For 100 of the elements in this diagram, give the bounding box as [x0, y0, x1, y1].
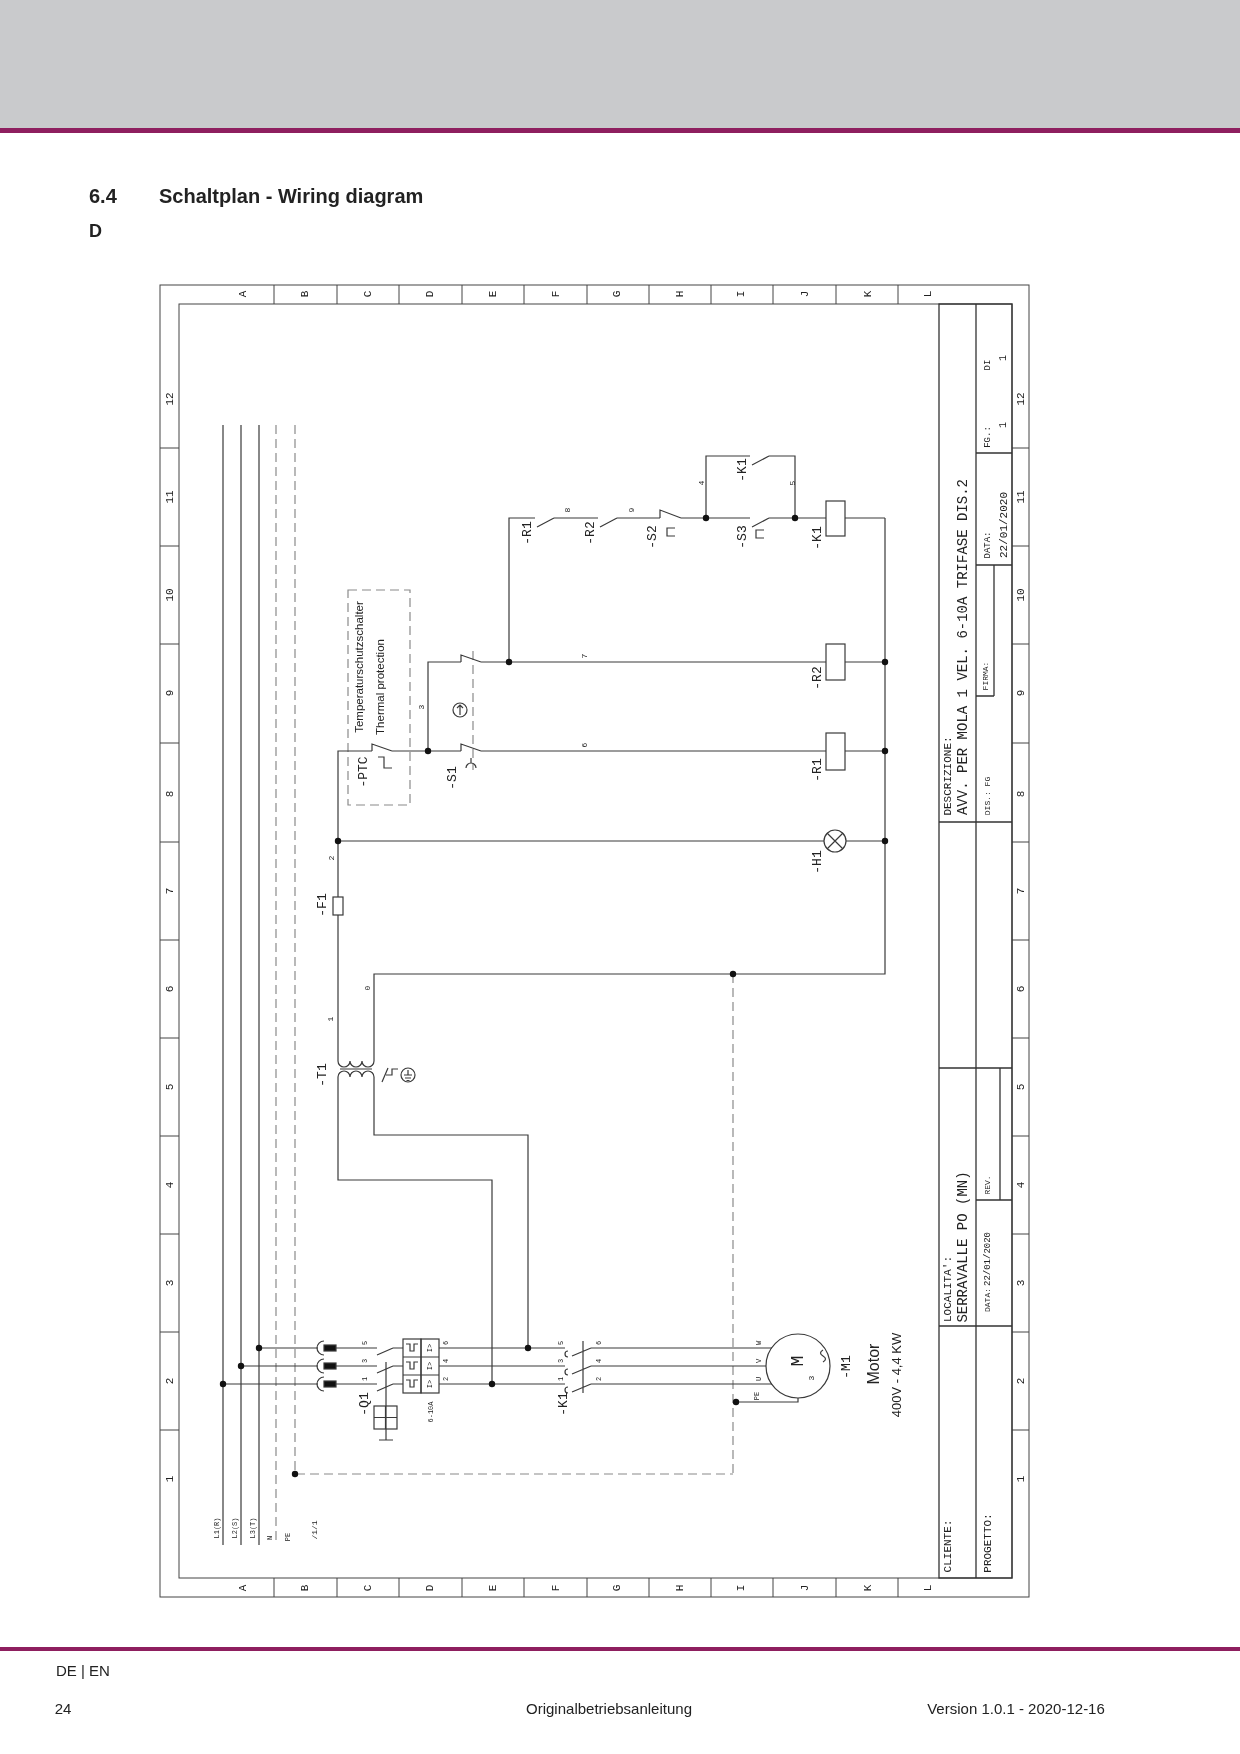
grid-reference: B — [299, 290, 311, 298]
component-label: -Q1 — [357, 1392, 371, 1416]
title-block-field: REV. — [984, 1174, 992, 1195]
grid-reference: 11 — [164, 490, 176, 504]
grid-reference: D — [424, 1584, 436, 1592]
grid-reference: A — [237, 290, 249, 298]
component-label: -S3 — [735, 525, 749, 549]
component-label: -R1 — [520, 521, 534, 545]
wire-number: 2 — [328, 855, 336, 861]
sheet-reference: /1/1 — [311, 1520, 319, 1540]
title-block-field: DATA: — [983, 531, 993, 558]
grid-reference: L — [922, 1584, 934, 1592]
grid-reference: 12 — [1015, 392, 1027, 406]
grid-reference: 8 — [164, 790, 176, 798]
grid-reference: E — [487, 1584, 499, 1592]
wire-number: 0 — [364, 985, 372, 991]
footer-text: DE | EN — [56, 1662, 110, 1678]
component-label: -K1 — [810, 526, 824, 550]
title-block-field: AVV. PER MOLA 1 VEL. 6-10A TRIFASE DIS.2 — [956, 478, 970, 816]
wire-number: 7 — [581, 653, 589, 659]
component-label: -PTC — [356, 756, 370, 788]
section-number: 6.4 — [89, 186, 117, 206]
grid-reference: 4 — [164, 1181, 176, 1189]
grid-reference: 9 — [164, 689, 176, 697]
grid-reference: F — [550, 290, 562, 298]
grid-reference: B — [299, 1584, 311, 1592]
grid-reference: G — [611, 1584, 623, 1592]
component-label: -K1 — [735, 458, 749, 482]
grid-reference: 7 — [1015, 887, 1027, 895]
grid-reference: J — [799, 290, 811, 298]
component-label: -S1 — [445, 766, 459, 790]
grid-reference: 5 — [164, 1083, 176, 1091]
wire-number: 1 — [327, 1016, 335, 1022]
grid-reference: H — [674, 290, 686, 298]
page-number: 24 — [54, 1700, 72, 1716]
title-block-field: CLIENTE: — [942, 1519, 954, 1572]
grid-reference: 7 — [164, 887, 176, 895]
component-label: -K1 — [556, 1392, 570, 1416]
grid-reference: G — [611, 290, 623, 298]
grid-reference: 2 — [1015, 1377, 1027, 1385]
grid-reference: 10 — [164, 588, 176, 602]
title-block-field: PROGETTO: — [982, 1512, 994, 1573]
grid-reference: 11 — [1015, 490, 1027, 504]
grid-reference: 4 — [1015, 1181, 1027, 1189]
grid-reference: 6 — [164, 985, 176, 993]
grid-reference: 6 — [1015, 985, 1027, 993]
title-block-field: DIS.: FG — [984, 776, 992, 816]
grid-reference: 3 — [164, 1279, 176, 1287]
title-block-field: 22/01/2020 — [983, 1232, 993, 1286]
component-label: -M1 — [839, 1355, 853, 1379]
grid-reference: 12 — [164, 392, 176, 406]
footer-text: Originalbetriebsanleitung — [526, 1700, 692, 1716]
grid-reference: 10 — [1015, 588, 1027, 602]
title-block-field: LOCALITA': — [942, 1256, 954, 1322]
motor-label: Motor — [866, 1343, 882, 1385]
title-block-field: DATA: — [984, 1288, 992, 1312]
title-block-field: FIRMA: — [982, 661, 990, 690]
title-block-field: DI — [983, 359, 993, 371]
title-block-field: 1 — [999, 422, 1009, 428]
grid-reference: E — [487, 290, 499, 298]
note-text: Thermal protection — [375, 639, 387, 735]
grid-reference: A — [237, 1584, 249, 1592]
title-block-field: 22/01/2020 — [998, 492, 1010, 558]
component-label: -R2 — [583, 521, 597, 545]
grid-reference: D — [424, 290, 436, 298]
grid-reference: L — [922, 290, 934, 298]
component-label: -R2 — [810, 666, 824, 690]
grid-reference: 2 — [164, 1377, 176, 1385]
wire-number: 8 — [564, 507, 572, 513]
wire-number: 6 — [581, 742, 589, 748]
component-label: -S2 — [645, 525, 659, 549]
grid-reference: 3 — [1015, 1279, 1027, 1287]
component-label: -H1 — [810, 850, 824, 874]
wire-number: 4 — [698, 480, 706, 486]
motor-rating: 400V - 4,4 KW — [889, 1332, 903, 1418]
title-block-field: 1 — [999, 355, 1009, 361]
component-label: -T1 — [315, 1063, 329, 1087]
phase-count: 3 — [808, 1375, 816, 1381]
grid-reference: 1 — [164, 1475, 176, 1483]
grid-reference: K — [862, 290, 874, 298]
grid-reference: C — [362, 1584, 374, 1592]
note-text: Temperaturschutzschalter — [354, 601, 366, 733]
grid-reference: 1 — [1015, 1475, 1027, 1483]
wire-number: 3 — [418, 704, 426, 710]
grid-reference: I — [735, 1584, 747, 1592]
grid-reference: J — [799, 1584, 811, 1592]
grid-reference: 9 — [1015, 689, 1027, 697]
wire-number: 9 — [628, 507, 636, 513]
language-marker: D — [89, 222, 102, 240]
title-block-field: FG.: — [983, 426, 993, 448]
diagram-title: Schaltplan - Wiring diagram — [159, 186, 424, 206]
title-block-field: DESCRIZIONE: — [942, 735, 954, 816]
footer-text: Version 1.0.1 - 2020-12-16 — [927, 1700, 1105, 1716]
grid-reference: F — [550, 1584, 562, 1592]
grid-reference: 8 — [1015, 790, 1027, 798]
grid-reference: H — [674, 1584, 686, 1592]
title-block-field: SERRAVALLE PO (MN) — [956, 1170, 970, 1323]
component-label: -R1 — [810, 758, 824, 782]
component-label: -F1 — [315, 893, 329, 917]
grid-reference: 5 — [1015, 1083, 1027, 1091]
